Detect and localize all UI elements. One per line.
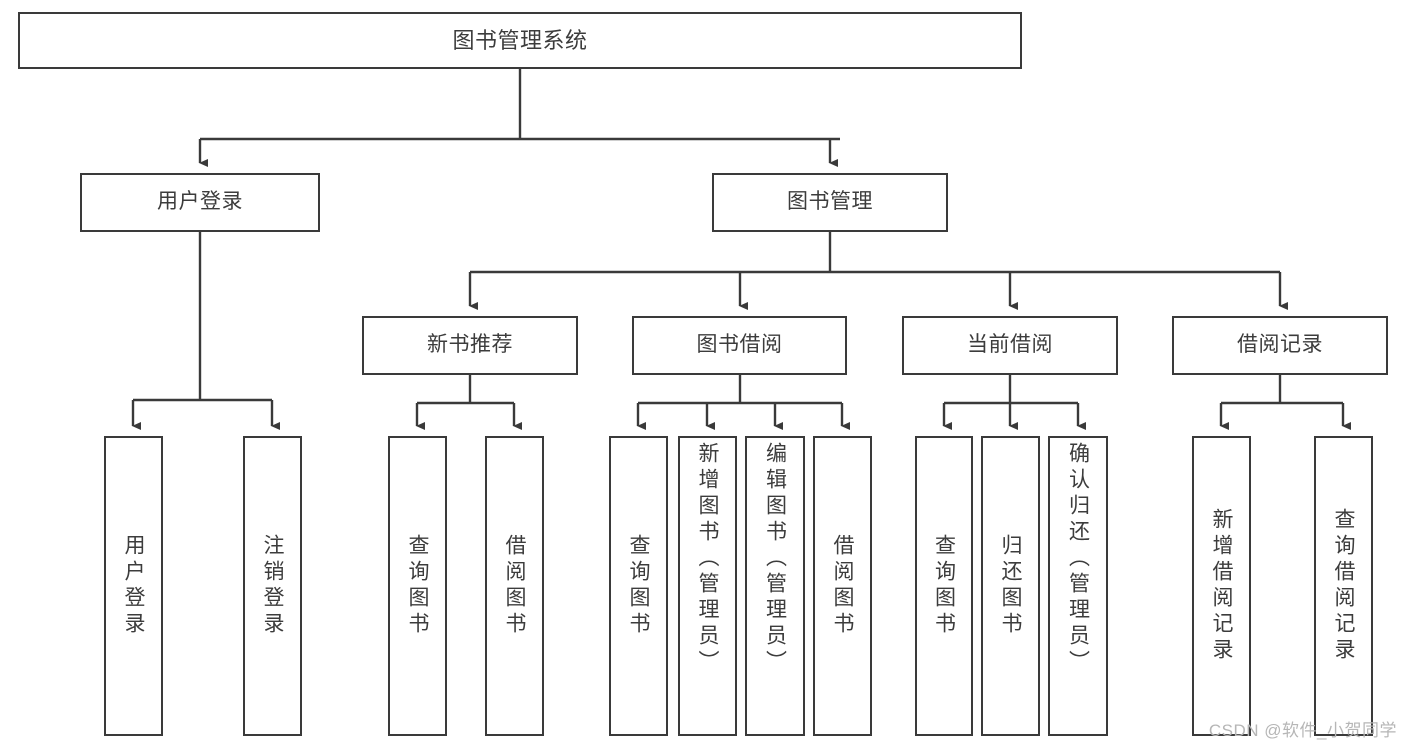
node-new-book-recommend-label: 新书推荐 xyxy=(427,333,513,357)
node-user-login-label: 用户登录 xyxy=(157,190,243,214)
node-new-book-recommend[interactable]: 新书推荐 xyxy=(362,316,578,375)
node-leaf-borrow-book-2-label: 借阅图书 xyxy=(831,534,854,638)
node-leaf-user-login-label: 用户登录 xyxy=(122,534,145,638)
node-leaf-add-book-admin[interactable]: 新增图书（管理员） xyxy=(678,436,737,736)
node-leaf-add-book-admin-label: 新增图书（管理员） xyxy=(696,442,719,676)
node-book-manage-label: 图书管理 xyxy=(787,190,873,214)
node-borrow-record[interactable]: 借阅记录 xyxy=(1172,316,1388,375)
node-book-borrow-label: 图书借阅 xyxy=(696,333,783,357)
node-current-borrow-label: 当前借阅 xyxy=(967,333,1053,357)
node-leaf-query-book-3-label: 查询图书 xyxy=(932,534,956,638)
node-borrow-record-label: 借阅记录 xyxy=(1237,333,1323,357)
node-root[interactable]: 图书管理系统 xyxy=(18,12,1022,69)
node-leaf-query-book-2[interactable]: 查询图书 xyxy=(609,436,668,736)
node-root-label: 图书管理系统 xyxy=(452,27,588,53)
node-leaf-query-borrow-record[interactable]: 查询借阅记录 xyxy=(1314,436,1373,736)
node-leaf-query-book-2-label: 查询图书 xyxy=(627,534,650,638)
node-leaf-query-borrow-record-label: 查询借阅记录 xyxy=(1332,508,1355,664)
node-leaf-borrow-book-1[interactable]: 借阅图书 xyxy=(485,436,544,736)
node-book-borrow[interactable]: 图书借阅 xyxy=(632,316,847,375)
node-leaf-edit-book-admin-label: 编辑图书（管理员） xyxy=(763,442,787,676)
node-user-login[interactable]: 用户登录 xyxy=(80,173,320,232)
node-leaf-add-borrow-record-label: 新增借阅记录 xyxy=(1210,508,1233,664)
node-leaf-return-book[interactable]: 归还图书 xyxy=(981,436,1040,736)
node-leaf-edit-book-admin[interactable]: 编辑图书（管理员） xyxy=(745,436,805,736)
node-leaf-confirm-return-admin[interactable]: 确认归还（管理员） xyxy=(1048,436,1108,736)
node-leaf-borrow-book-1-label: 借阅图书 xyxy=(503,534,526,638)
node-leaf-return-book-label: 归还图书 xyxy=(999,534,1022,638)
node-book-manage[interactable]: 图书管理 xyxy=(712,173,948,232)
node-leaf-logout-label: 注销登录 xyxy=(261,534,284,638)
csdn-watermark: CSDN @软件_小贺同学 xyxy=(1208,721,1397,740)
node-leaf-logout[interactable]: 注销登录 xyxy=(243,436,302,736)
node-leaf-query-book-1[interactable]: 查询图书 xyxy=(388,436,447,736)
node-leaf-query-book-3[interactable]: 查询图书 xyxy=(915,436,973,736)
node-leaf-user-login[interactable]: 用户登录 xyxy=(104,436,163,736)
node-leaf-confirm-return-admin-label: 确认归还（管理员） xyxy=(1066,442,1090,676)
node-leaf-query-book-1-label: 查询图书 xyxy=(406,534,429,638)
node-leaf-add-borrow-record[interactable]: 新增借阅记录 xyxy=(1192,436,1251,736)
node-leaf-borrow-book-2[interactable]: 借阅图书 xyxy=(813,436,872,736)
node-current-borrow[interactable]: 当前借阅 xyxy=(902,316,1118,375)
